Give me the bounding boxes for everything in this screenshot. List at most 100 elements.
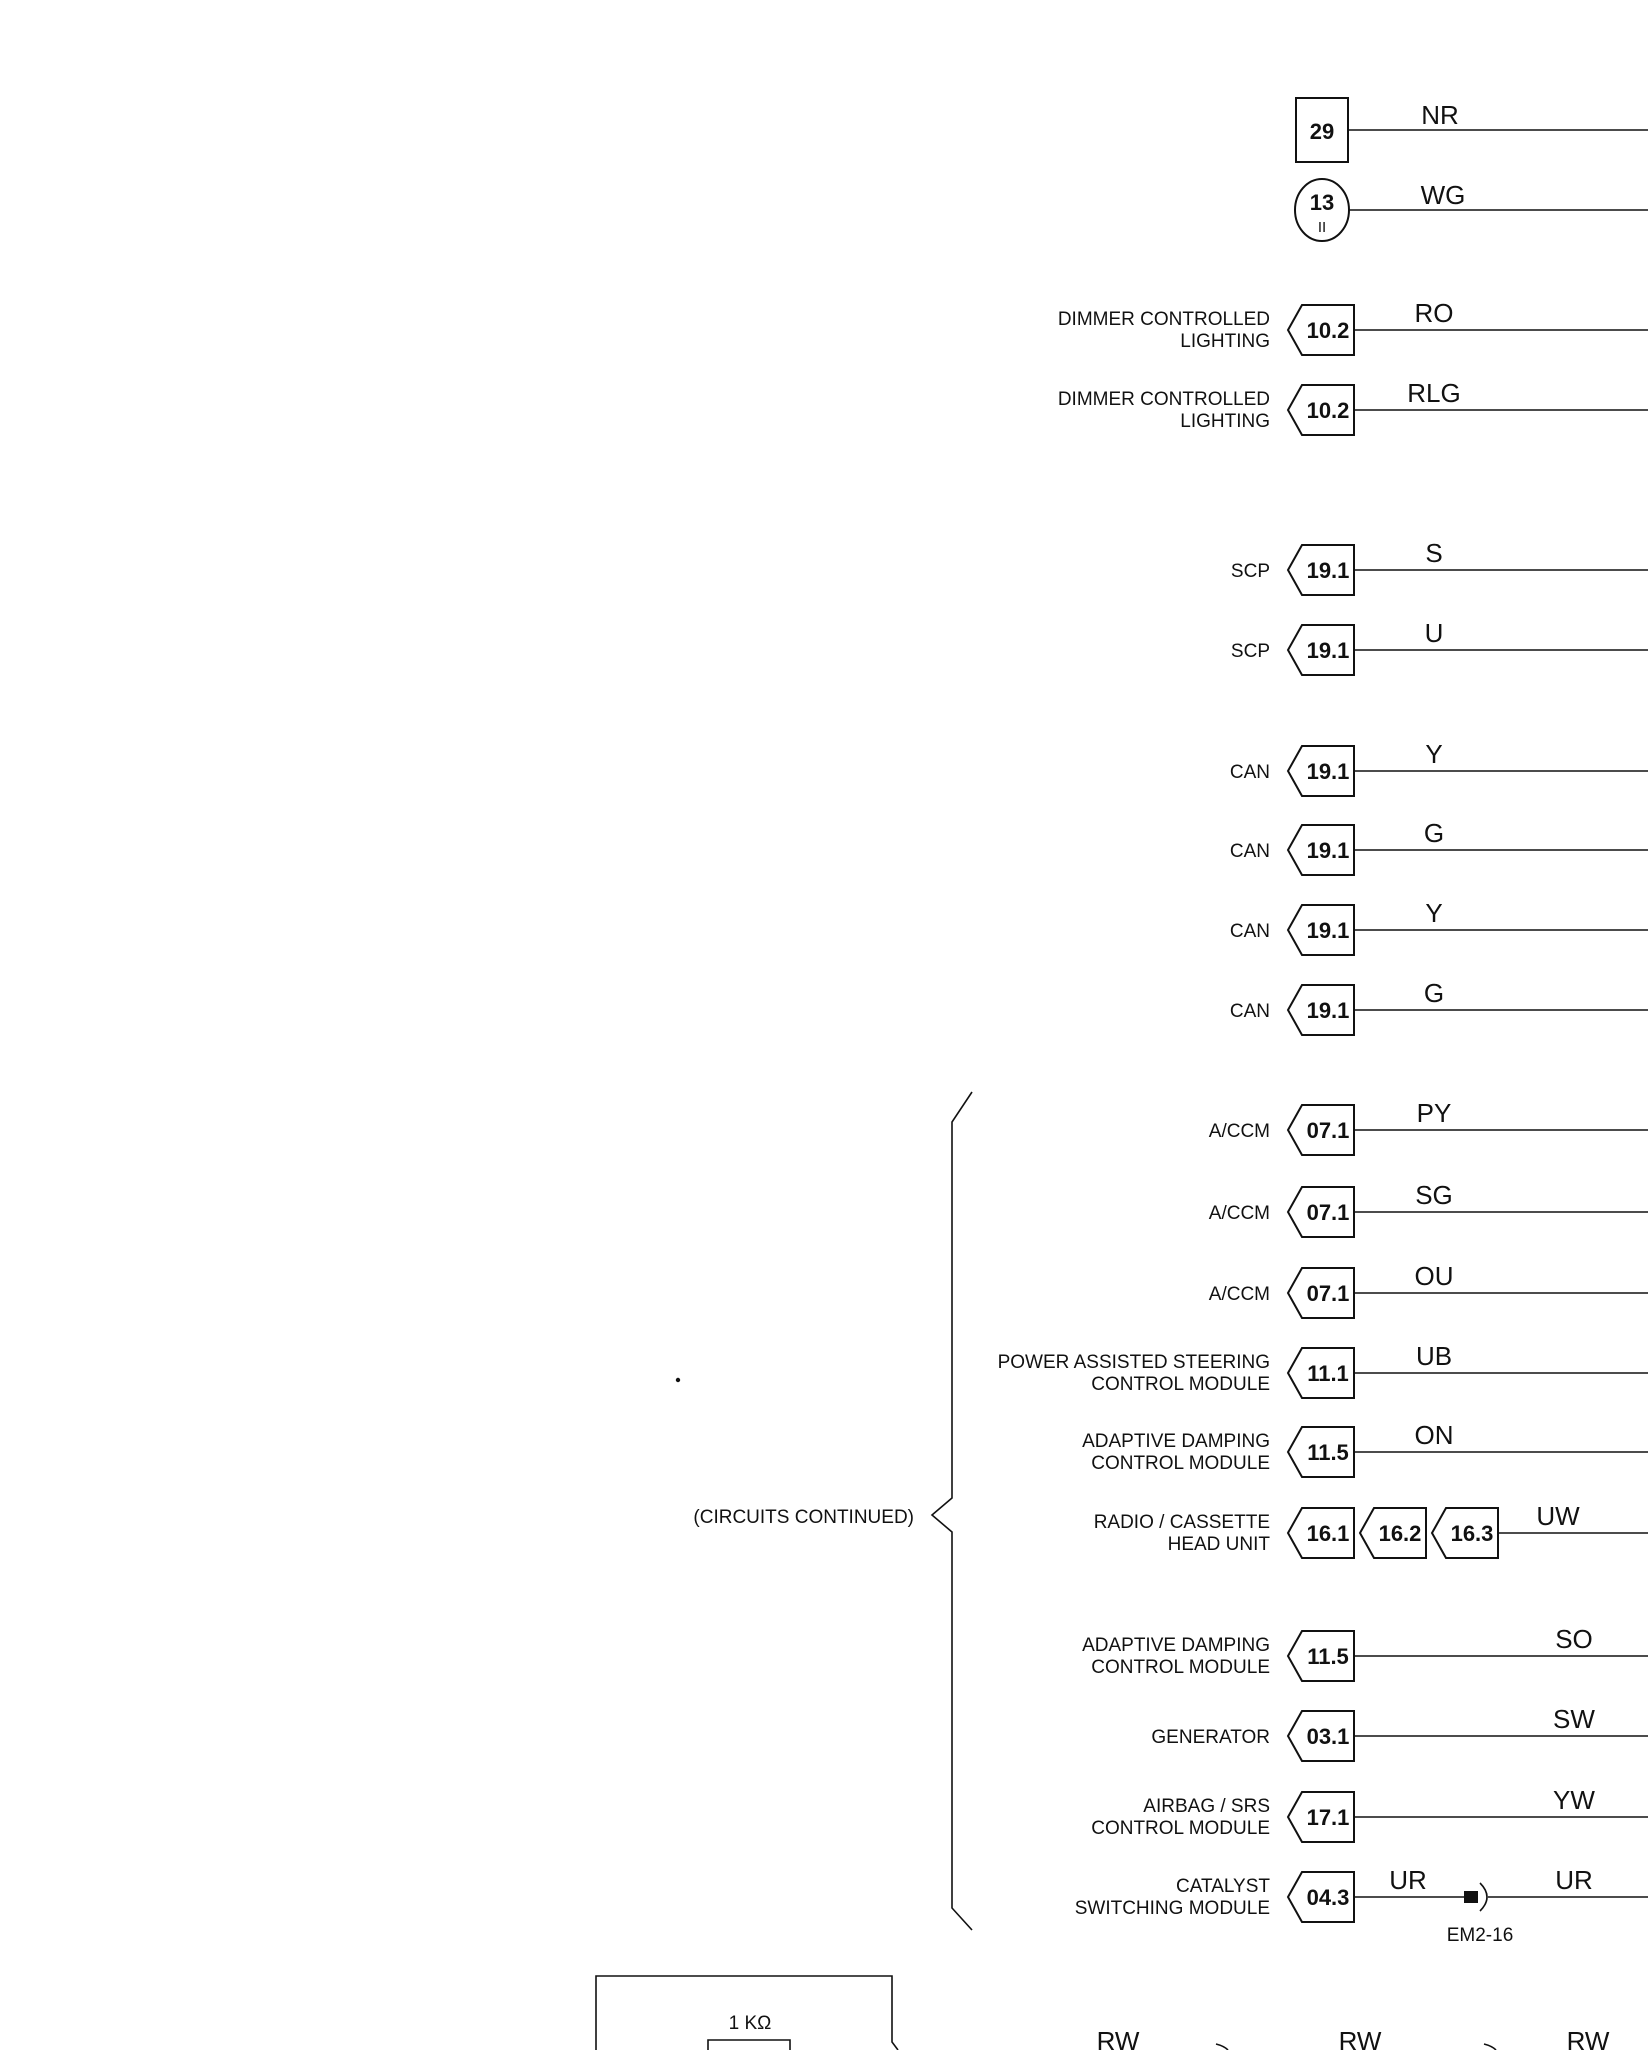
connector-row: A/CCM 07.1 PY <box>1209 1098 1648 1156</box>
connector-row: CAN 19.1 G <box>1230 978 1648 1036</box>
wire-code: Y <box>1425 898 1442 928</box>
wire-code: RW <box>1097 2026 1140 2050</box>
wire-code: G <box>1424 818 1444 848</box>
ref-number: 07.1 <box>1307 1281 1350 1306</box>
connector-label: A/CCM <box>1209 1121 1270 1142</box>
connector-label: CAN <box>1230 841 1270 862</box>
wire-code: UW <box>1536 1501 1580 1531</box>
wire-code: Y <box>1425 739 1442 769</box>
ref-number: 11.1 <box>1307 1361 1349 1386</box>
wire-code: SO <box>1555 1624 1593 1654</box>
wire-code: YW <box>1553 1785 1595 1815</box>
connector-label: GENERATOR <box>1151 1727 1270 1748</box>
wire-code: RW <box>1567 2026 1610 2050</box>
connector-row: CAN 19.1 Y <box>1230 739 1648 797</box>
wire-code: SW <box>1553 1704 1595 1734</box>
wire-code: RLG <box>1407 378 1460 408</box>
resistor-label: 1 KΩ <box>729 2013 772 2034</box>
connector-arc-icon <box>1479 1882 1488 1912</box>
ref-arrow-box <box>1358 1507 1427 1559</box>
wire-code: UR <box>1389 1865 1427 1895</box>
connector-label: SCP <box>1231 561 1270 582</box>
connector-row: GENERATOR 03.1 SW <box>1151 1704 1648 1762</box>
ref-number: 11.5 <box>1307 1440 1349 1465</box>
ref-circle-number: 13 <box>1310 190 1334 215</box>
wire-code: NR <box>1421 100 1459 130</box>
ref-number: 19.1 <box>1307 998 1350 1023</box>
wire-code: RO <box>1415 298 1454 328</box>
ref-number: 04.3 <box>1307 1885 1350 1910</box>
wire-code: SG <box>1415 1180 1453 1210</box>
ref-number: 19.1 <box>1307 638 1350 663</box>
ref-number: 16.1 <box>1307 1521 1350 1546</box>
ref-number: 03.1 <box>1307 1724 1350 1749</box>
ref-number: 16.2 <box>1379 1521 1422 1546</box>
wire-code: UR <box>1555 1865 1593 1895</box>
resistor-icon <box>707 2039 791 2050</box>
splice-icon <box>1464 1891 1478 1903</box>
ref-number: 17.1 <box>1307 1805 1350 1830</box>
wire-code: OU <box>1415 1261 1454 1291</box>
wire-code: WG <box>1421 180 1466 210</box>
ref-number: 19.1 <box>1307 918 1350 943</box>
bottom-component: 1 KΩ <box>595 1975 899 2050</box>
wire-code: ON <box>1415 1420 1454 1450</box>
connector-row: SCP 19.1 S <box>1231 538 1648 596</box>
ref-number: 07.1 <box>1307 1200 1350 1225</box>
ref-number: 19.1 <box>1307 759 1350 784</box>
wire-code: UB <box>1416 1341 1452 1371</box>
scan-dot <box>675 1377 681 1383</box>
bracket-label: (CIRCUITS CONTINUED) <box>693 1507 914 1528</box>
ref-number: 11.5 <box>1307 1644 1349 1669</box>
wire-code: G <box>1424 978 1444 1008</box>
wire-code: S <box>1425 538 1442 568</box>
connector-label: A/CCM <box>1209 1284 1270 1305</box>
connector-label: CAN <box>1230 921 1270 942</box>
wire-code: U <box>1425 618 1444 648</box>
ref-number: 19.1 <box>1307 558 1350 583</box>
ref-circle-sub: II <box>1318 219 1326 236</box>
ref-box-number: 29 <box>1310 119 1334 144</box>
connector-arc-icon <box>1215 2043 1229 2050</box>
connector-row: CAN 19.1 G <box>1230 818 1648 876</box>
connector-label: CAN <box>1230 762 1270 783</box>
connector-label: CAN <box>1230 1001 1270 1022</box>
ref-number: 19.1 <box>1307 838 1350 863</box>
ref-box-outline <box>1295 97 1349 163</box>
ref-number: 10.2 <box>1307 318 1350 343</box>
connector-row: SCP 19.1 U <box>1231 618 1648 676</box>
connector-row: CAN 19.1 Y <box>1230 898 1648 956</box>
circuits-bracket <box>930 1091 973 1931</box>
wire-code: RW <box>1339 2026 1382 2050</box>
bottom-wires: RW RW RW <box>1097 2026 1610 2050</box>
top-ref-box: 29 NR <box>1295 97 1648 163</box>
splice-label: EM2-16 <box>1447 1925 1514 1946</box>
connector-row: A/CCM 07.1 OU <box>1209 1261 1648 1319</box>
connector-label: SCP <box>1231 641 1270 662</box>
component-outline <box>595 1975 899 2050</box>
ref-number: 10.2 <box>1307 398 1350 423</box>
top-ref-circle: 13 II WG <box>1294 178 1648 242</box>
ref-number: 07.1 <box>1307 1118 1350 1143</box>
ref-arrow-box <box>1286 1507 1355 1559</box>
wire-code: PY <box>1417 1098 1452 1128</box>
